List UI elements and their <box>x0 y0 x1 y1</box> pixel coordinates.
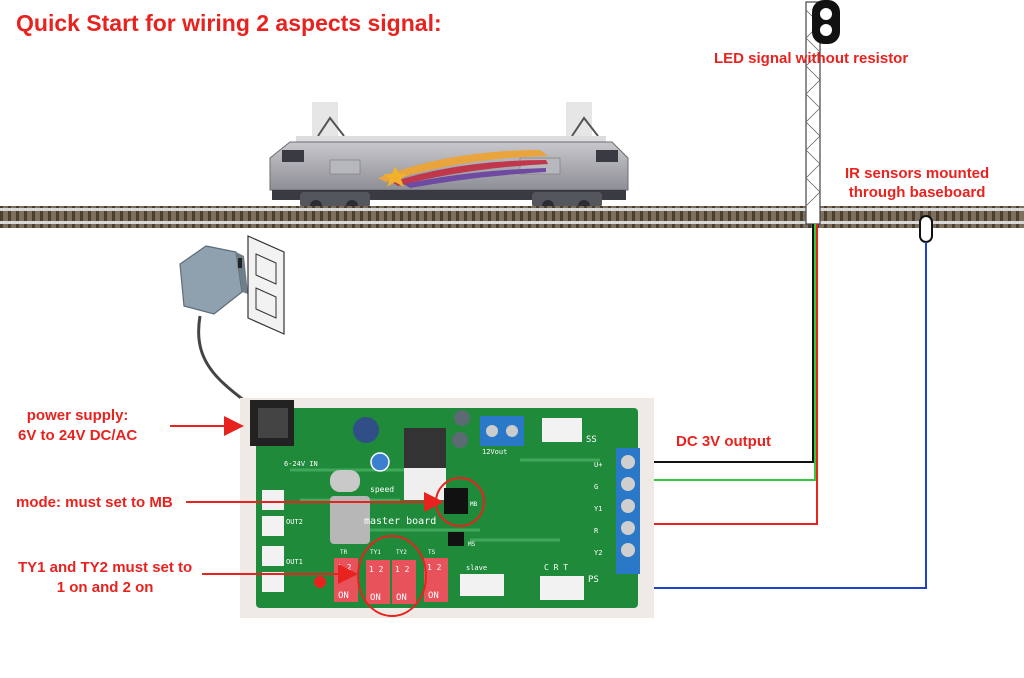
dip-label-ty1: TY1 <box>370 549 381 556</box>
dc-output-label: DC 3V output <box>676 433 771 450</box>
dip-label-tr: TR <box>340 549 348 556</box>
wires <box>570 224 927 589</box>
terminal-pin-g: G <box>594 483 598 491</box>
ir-sensor-label-line1: IR sensors mounted <box>845 165 990 182</box>
controller-board: master board speed 6-24V IN 12Vout SS PS… <box>240 398 654 618</box>
power-supply-label-line1: power supply: <box>26 407 129 424</box>
ir-sensor-label: IR sensors mounted through baseboard <box>845 164 989 202</box>
dip-on-ty1: ON <box>370 593 381 603</box>
ty-setting-label-line2: 1 on and 2 on <box>56 579 154 596</box>
dip-on-tr: ON <box>338 591 349 601</box>
led-signal <box>805 0 840 225</box>
power-supply-label-line2: 6V to 24V DC/AC <box>18 427 138 444</box>
wire-red <box>636 224 818 525</box>
page-title: Quick Start for wiring 2 aspects signal: <box>16 10 442 36</box>
silk-master: master board <box>364 516 436 527</box>
terminal-pin-u: U+ <box>594 461 602 469</box>
silk-connector-pins: C R T <box>544 563 568 572</box>
wall-outlet <box>247 235 285 335</box>
terminal-pin-r: R <box>594 527 599 535</box>
dip-numbers-tr: 1 2 <box>337 563 352 572</box>
ty-setting-label: TY1 and TY2 must set to 1 on and 2 on <box>18 558 192 598</box>
silk-out2: OUT2 <box>286 518 303 526</box>
silk-jumper-ms: MS <box>468 541 476 548</box>
dip-label-ty2: TY2 <box>396 549 407 556</box>
power-supply-label: power supply: 6V to 24V DC/AC <box>18 406 137 446</box>
terminal-pin-y2: Y2 <box>594 549 602 557</box>
silk-input: 6-24V IN <box>284 460 318 468</box>
silk-12vout: 12Vout <box>482 448 507 456</box>
led-signal-label: LED signal without resistor <box>714 50 909 67</box>
annotation-arrows <box>170 416 444 584</box>
silk-speed: speed <box>370 485 394 494</box>
dip-numbers-ts: 1 2 <box>427 563 442 572</box>
dip-numbers-ty2: 1 2 <box>395 565 410 574</box>
dip-switch-highlight <box>357 535 427 617</box>
dip-on-ts: ON <box>428 591 439 601</box>
mode-label: mode: must set to MB <box>16 494 173 511</box>
ir-sensor <box>919 215 933 243</box>
silk-ps: PS <box>588 575 599 585</box>
wire-green <box>636 224 816 481</box>
dip-label-ts: TS <box>428 549 436 556</box>
wire-blue <box>570 242 927 589</box>
dip-numbers-ty1: 1 2 <box>369 565 384 574</box>
track <box>0 206 1024 228</box>
ir-sensor-label-line2: through baseboard <box>848 184 986 201</box>
silk-ss: SS <box>586 435 597 445</box>
ty-setting-label-line1: TY1 and TY2 must set to <box>18 559 193 576</box>
wire-black <box>636 224 814 463</box>
dip-on-ty2: ON <box>396 593 407 603</box>
terminal-pin-y1: Y1 <box>594 505 602 513</box>
silk-jumper-mb: MB <box>470 501 478 508</box>
silk-out1: OUT1 <box>286 558 303 566</box>
locomotive <box>269 102 629 212</box>
silk-slave: slave <box>466 564 487 572</box>
